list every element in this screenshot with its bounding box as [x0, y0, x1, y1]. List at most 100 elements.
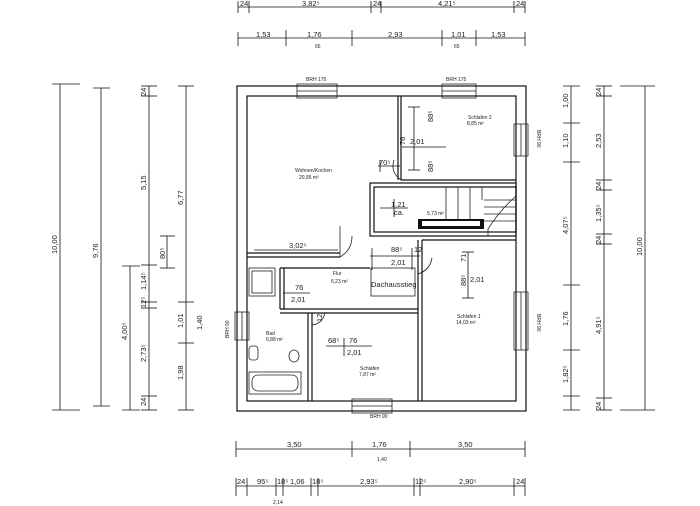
dim-label: 12: [315, 314, 324, 322]
dim-label: 1,76: [561, 311, 570, 326]
dim-label: 3,82⁵: [302, 0, 320, 8]
dachausstieg-box: [370, 267, 416, 297]
dim-label: 88⁵: [459, 275, 468, 286]
dim-label: 3,50: [287, 440, 302, 449]
dim-label: 24: [594, 402, 603, 410]
brh-label: BRH 175: [446, 77, 467, 83]
room-name: Schlafen: [360, 366, 380, 372]
brh-label: BRH 90: [370, 414, 388, 420]
dim-sub-label: 1,40: [377, 457, 387, 463]
dim-label: 24: [516, 477, 524, 486]
dim-label: 6,77: [176, 190, 185, 205]
dim-label: 1,40: [195, 315, 204, 330]
dim-label: 2,01: [291, 295, 306, 304]
dim-label: 3,50: [458, 440, 473, 449]
dim-label: 12: [414, 245, 422, 254]
dim-label: 24: [373, 0, 381, 8]
dim-label: 80⁵: [158, 248, 167, 259]
top-dimension-chain-1: 24 3,82⁵ 24 4,21⁵ 24: [237, 0, 526, 13]
dim-label: 68⁵: [328, 336, 339, 345]
dim-label: 1,01: [451, 30, 466, 39]
dim-label: 10,00: [635, 237, 644, 256]
room-area: 6,23 m²: [331, 279, 348, 285]
interior-walls: [247, 96, 517, 401]
dim-label: 24: [139, 88, 148, 96]
dim-sub-label: 65: [454, 44, 460, 50]
room-area: 8,85 m²: [467, 121, 484, 127]
dim-label: 2,90⁵: [459, 477, 477, 486]
dim-label: 12⁵: [415, 477, 426, 486]
dim-label: 2,01: [391, 258, 406, 267]
dim-label: 24: [237, 477, 245, 486]
dim-label: 1,82⁵: [561, 365, 570, 383]
room-name: Schlafen 1: [457, 314, 481, 320]
dachausstieg-label: Dachausstieg: [371, 280, 416, 289]
room-name: Flur: [333, 271, 342, 277]
dim-label: 88⁵: [426, 161, 435, 172]
dim-sub-label: 2,14: [273, 500, 283, 506]
dim-label: 76: [398, 137, 407, 145]
left-dimension-chains: 10,00 9,76 4,00⁵ 5,15 1,14⁵ 12⁵ 2,73⁵ 24…: [50, 83, 204, 411]
windows: [234, 83, 529, 414]
dim-label: 1,53: [491, 30, 506, 39]
exterior-walls: [236, 85, 527, 412]
dim-label: 1,14⁵: [139, 272, 148, 290]
dim-label: 12⁵: [139, 297, 148, 308]
opening-dimensions: 2,01 88⁵ 76 88⁵ 70⁵ 1,21 ca. 3,02⁵ 88⁵ 2…: [254, 106, 485, 357]
brh-label: BRH 90: [225, 320, 231, 338]
dim-label: 24: [516, 0, 524, 8]
dim-label: 2,01: [347, 348, 362, 357]
dim-label: 1,10: [561, 133, 570, 148]
dim-label: 2,73⁵: [139, 344, 148, 362]
room-name: Schlafen 2: [468, 115, 492, 121]
room-name: Bad: [266, 331, 275, 337]
dim-label: 1,06: [290, 477, 305, 486]
room-area: 7,87 m²: [359, 372, 376, 378]
dim-label: 2,53: [594, 133, 603, 148]
doors: [311, 159, 433, 326]
room-name: Wohnen/Kochen: [295, 168, 332, 174]
dim-label: 76: [295, 283, 303, 292]
brh-label: BRH 175: [306, 77, 327, 83]
dim-label: 95⁵: [257, 477, 268, 486]
dim-label: 2,01: [410, 137, 425, 146]
top-dimension-chain-2: 1,53 1,76 2,93 1,01 1,53 65 65: [237, 30, 526, 50]
dim-label: 24: [139, 398, 148, 406]
room-labels: Wohnen/Kochen 20,85 m² Schlafen 2 8,85 m…: [266, 115, 492, 378]
dim-label: 4,00⁵: [120, 322, 129, 340]
dim-label: 1,76: [372, 440, 387, 449]
dim-label: 71: [459, 254, 468, 262]
brh-label: BRH 90: [535, 314, 541, 332]
bath-fixtures: [248, 267, 302, 395]
dim-label: 2,93: [388, 30, 403, 39]
dim-label: 4,91⁵: [594, 316, 603, 334]
dim-label: 1,01: [176, 313, 185, 328]
dim-sub-label: 65: [315, 44, 321, 50]
dim-label: 1,98: [176, 365, 185, 380]
dim-label: 70⁵: [379, 158, 390, 167]
dim-label: 18⁵: [277, 477, 288, 486]
dim-label: 5,15: [139, 175, 148, 190]
dim-label: 24: [240, 0, 248, 8]
room-area: 20,85 m²: [299, 175, 319, 181]
dim-label: 24: [594, 182, 603, 190]
dim-label: ca.: [394, 208, 404, 217]
room-area: 5,73 m²: [427, 211, 444, 217]
dim-label: 1,35⁵: [594, 204, 603, 222]
dim-label: 24: [594, 236, 603, 244]
dim-label: 76: [349, 336, 357, 345]
right-dimension-chains: 1,00 1,10 4,07⁵ 1,76 1,82⁵ 24 2,53 24 1,…: [561, 85, 655, 411]
dim-label: 1,21: [391, 200, 406, 209]
dim-label: 3,02⁵: [289, 241, 307, 250]
dim-label: 4,21⁵: [438, 0, 456, 8]
dim-label: 2,01: [470, 275, 485, 284]
dim-label: 88⁵: [391, 245, 402, 254]
dim-label: 1,00: [561, 93, 570, 108]
brh-labels: BRH 175 BRH 175 BRH 90 BRH 90 BRH 90 BRH…: [225, 77, 541, 420]
dim-label: 1,53: [256, 30, 271, 39]
dim-label: 18⁵: [312, 477, 323, 486]
dim-label: 24: [594, 88, 603, 96]
staircase: [418, 187, 517, 236]
